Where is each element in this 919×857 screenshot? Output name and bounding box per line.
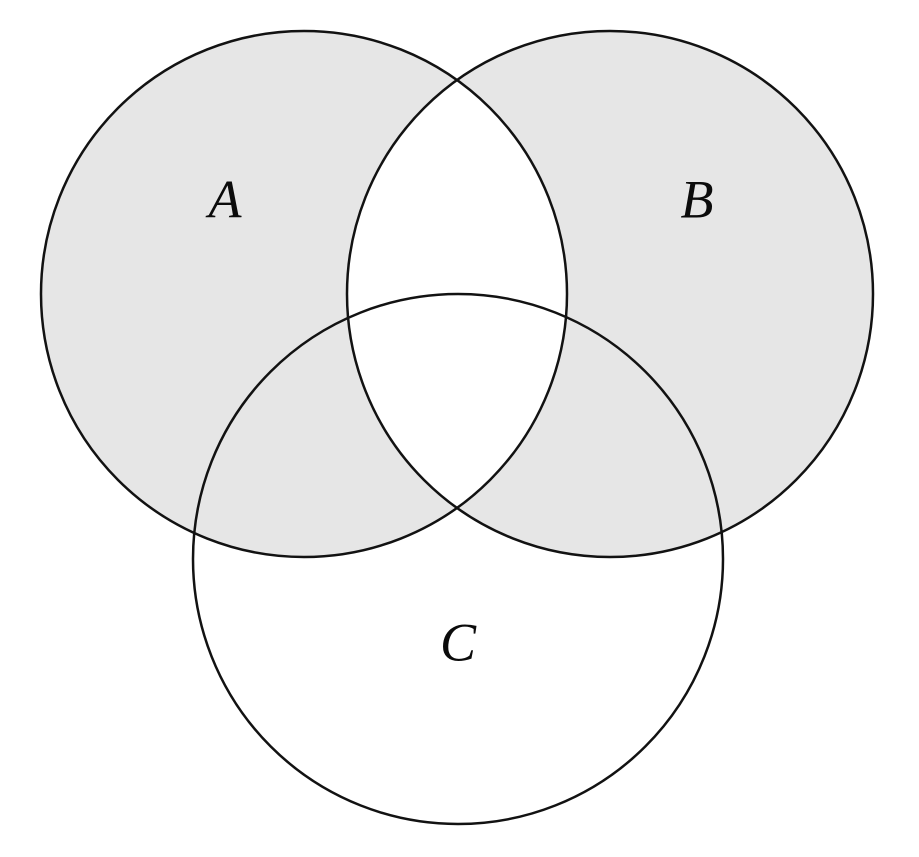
set-label-b: B [681, 169, 714, 229]
circle-outline-b[interactable] [345, 29, 875, 559]
set-label-a: A [206, 169, 243, 229]
circle-outlines [39, 29, 875, 826]
circle-outline-a[interactable] [39, 29, 569, 559]
set-labels: A B C [206, 169, 714, 672]
set-label-c: C [440, 612, 477, 672]
circle-outline-c[interactable] [191, 292, 725, 826]
